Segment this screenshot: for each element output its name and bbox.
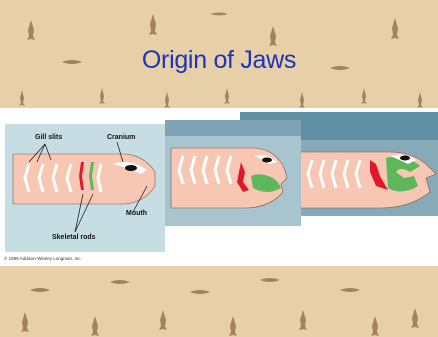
label-mouth: Mouth [126,210,147,217]
eye [125,165,137,171]
panel-stage-1 [5,124,165,252]
label-skeletal-rods: Skeletal rods [52,234,96,241]
copyright-credit: © 1999 Addison-Wesley Longman, Inc. [4,256,82,261]
slide-title: Origin of Jaws [0,46,438,75]
panel-stage-2 [165,120,301,226]
fish-body [13,154,155,204]
eye [400,156,410,161]
label-cranium: Cranium [107,134,135,141]
label-gill-slits: Gill slits [35,134,62,141]
eye [262,158,272,163]
